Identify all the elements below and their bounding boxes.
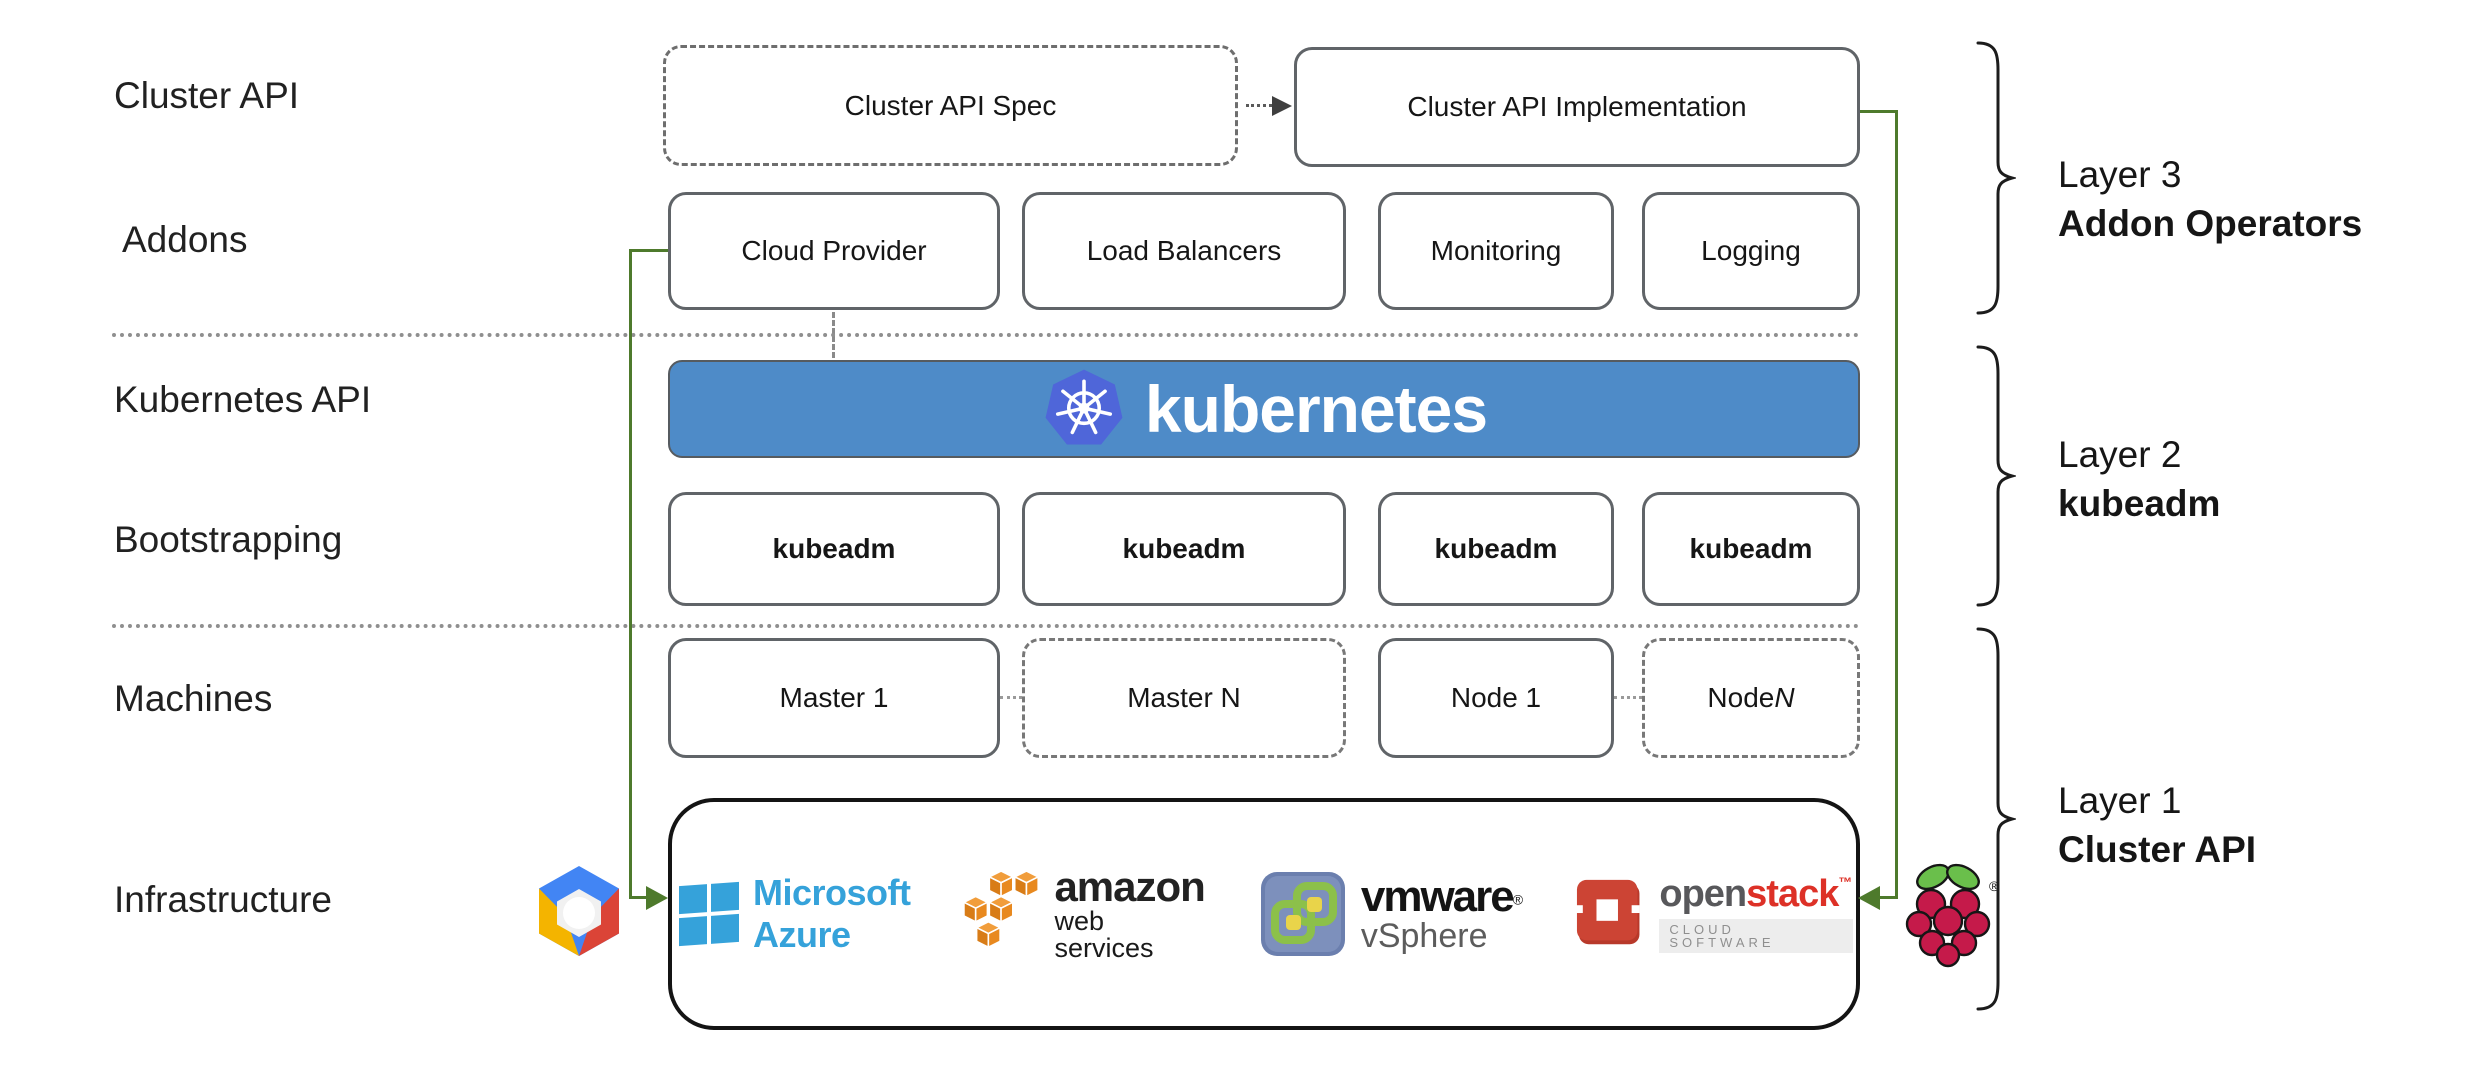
layer-3-brace [1976,41,2016,315]
addon-box-load-balancers: Load Balancers [1022,192,1346,310]
green-left-arrowhead-icon [646,886,668,910]
green-right-bottom-segment [1880,896,1898,899]
openstack-open-text: open [1659,873,1747,915]
microsoft-flag-icon [678,881,739,947]
google-cloud-logo [531,863,627,965]
vmware-reg-mark: ® [1512,891,1524,908]
green-left-vertical-segment [629,249,632,898]
separator-bootstrapping-machines [112,624,1860,628]
layer-3-title: Layer 3 [2058,154,2182,195]
aws-amazon-text: amazon [1054,863,1205,910]
kubeadm-box-4: kubeadm [1642,492,1860,606]
openstack-logo: openstack™ CLOUD SOFTWARE [1575,873,1854,953]
green-left-bottom-segment [629,896,648,899]
google-cloud-hexagon-icon [538,866,619,956]
addon-box-cloud-provider: Cloud Provider [668,192,1000,310]
infrastructure-logo-strip: Microsoft Azure [538,798,1997,1030]
green-right-vertical-segment [1895,110,1898,898]
aws-cubes-icon [963,870,1040,948]
layer-2-brace [1976,345,2016,607]
openstack-tm-mark: ™ [1838,874,1852,890]
kubeadm-box-1: kubeadm [668,492,1000,606]
microsoft-azure-logo: Microsoft Azure [678,872,911,956]
row-label-addons: Addons [122,219,248,260]
raspberry-reg-mark: ® [1989,878,1997,894]
row-label-bootstrapping: Bootstrapping [114,519,343,560]
layer-2-title: Layer 2 [2058,434,2182,475]
openstack-icon [1575,879,1640,945]
vmware-wordmark: vmware® vSphere [1360,872,1524,955]
green-left-top-segment [629,249,668,252]
row-label-kubernetes-api: Kubernetes API [114,379,372,420]
green-right-top-segment [1860,110,1898,113]
aws-logo: amazon web services [962,860,1206,968]
raspberry-pi-logo: ® [1905,859,1997,969]
master-dotted-connector [1000,696,1022,699]
node-n-italic: N [1774,682,1795,713]
openstack-subtext: CLOUD SOFTWARE [1659,919,1854,953]
row-label-cluster-api: Cluster API [114,75,300,116]
row-label-infrastructure: Infrastructure [114,879,332,920]
machine-box-master-1: Master 1 [668,638,1000,758]
kubeadm-box-3: kubeadm [1378,492,1614,606]
node-n-prefix: Node [1707,682,1775,713]
machine-box-node-1: Node 1 [1378,638,1614,758]
aws-wordmark: amazon web services [1054,866,1206,962]
layer-1-label: Layer 1 Cluster API [2058,776,2256,874]
cluster-api-spec-box: Cluster API Spec [663,45,1238,166]
kubeadm-box-2: kubeadm [1022,492,1346,606]
kubernetes-logo [1045,369,1123,445]
openstack-wordmark: openstack™ CLOUD SOFTWARE [1659,873,1854,953]
layer-1-subtitle: Cluster API [2058,829,2257,870]
vmware-text: vmware [1360,872,1515,921]
addon-box-logging: Logging [1642,192,1860,310]
kubernetes-wordmark: kubernetes [1144,372,1488,446]
machine-box-master-n: Master N [1022,638,1346,758]
vsphere-icon [1260,872,1345,956]
addon-box-monitoring: Monitoring [1378,192,1614,310]
cluster-api-implementation-box: Cluster API Implementation [1294,47,1860,167]
azure-wordmark: Microsoft Azure [752,872,911,955]
node-dotted-connector [1614,696,1642,699]
layer-3-label: Layer 3 Addon Operators [2058,150,2362,248]
green-right-arrowhead-icon [1858,886,1880,910]
spec-to-impl-dotted-line [1246,104,1272,107]
row-label-machines: Machines [114,678,273,719]
machine-box-node-n: Node N [1642,638,1860,758]
spec-to-impl-arrowhead-icon [1272,96,1292,116]
layer-2-subtitle: kubeadm [2058,483,2221,524]
layer-3-subtitle: Addon Operators [2058,203,2363,244]
separator-addons-kubernetes [112,333,1860,337]
openstack-stack-text: stack [1746,873,1839,915]
vmware-vsphere-logo: vmware® vSphere [1259,870,1523,958]
aws-webservices-text: web services [1054,906,1154,963]
raspberry-pi-icon: ® [1905,863,1997,968]
layer-2-label: Layer 2 kubeadm [2058,430,2220,528]
layer-1-title: Layer 1 [2058,780,2182,821]
vsphere-text: vSphere [1360,917,1488,955]
kubernetes-banner: kubernetes [668,360,1860,458]
layer-1-brace [1976,627,2016,1011]
